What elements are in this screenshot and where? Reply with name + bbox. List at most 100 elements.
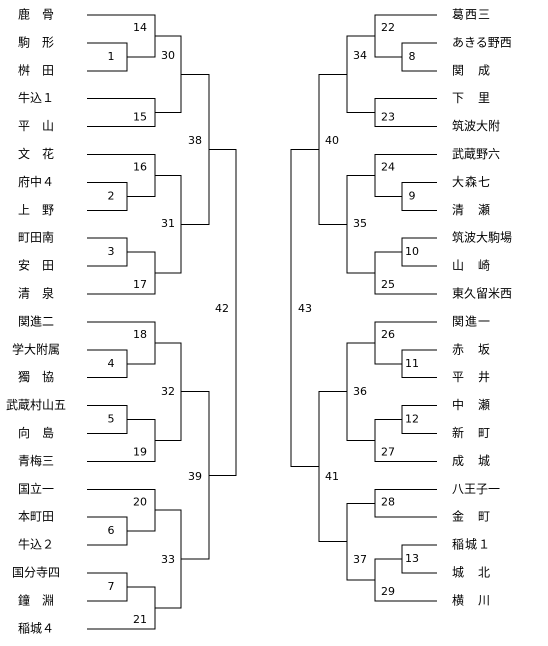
team-name: 稲城１ [452, 538, 490, 552]
team-name: 鹿 骨 [18, 7, 54, 22]
team-name: 関進二 [18, 314, 54, 328]
match-number: 8 [409, 50, 416, 63]
team-name: 国分寺四 [12, 566, 60, 580]
team-name: 上 野 [18, 203, 54, 217]
team-name: 横 川 [452, 593, 490, 607]
match-number: 5 [108, 413, 115, 426]
match-number: 36 [353, 385, 367, 398]
team-name: 府中４ [18, 174, 54, 189]
team-name: 牛込２ [18, 537, 54, 552]
match-number: 7 [108, 580, 115, 593]
team-name: 国立一 [18, 481, 54, 496]
match-bracket [181, 73, 210, 225]
match-number: 4 [108, 357, 115, 370]
match-number: 28 [381, 495, 395, 508]
match-number: 32 [161, 385, 175, 398]
match-number: 31 [161, 217, 175, 230]
team-name: 清 瀬 [452, 203, 490, 217]
team-name: 鐘 淵 [18, 592, 54, 607]
match-number: 19 [133, 445, 147, 458]
match-number: 18 [133, 328, 147, 341]
match-number: 23 [381, 111, 395, 124]
match-number: 1 [108, 50, 115, 63]
match-number: 20 [133, 495, 147, 508]
team-name: 葛西三 [452, 8, 490, 22]
match-number: 15 [133, 111, 147, 124]
match-number: 42 [215, 302, 229, 315]
team-name: 成 城 [452, 454, 490, 468]
team-name: 文 花 [18, 146, 54, 161]
team-name: 筑波大附 [452, 118, 500, 133]
team-name: 新 町 [452, 425, 490, 440]
team-name: 武蔵野六 [452, 147, 500, 161]
team-name: 中 瀬 [452, 397, 490, 412]
match-number: 38 [188, 134, 202, 147]
team-name: 武蔵村山五 [6, 398, 66, 412]
match-bracket [209, 148, 237, 476]
match-number: 35 [353, 217, 367, 230]
match-number: 40 [325, 134, 339, 147]
match-number: 12 [405, 413, 419, 426]
match-number: 11 [405, 357, 419, 370]
match-number: 17 [133, 278, 147, 291]
match-bracket [155, 35, 182, 114]
match-number: 41 [325, 470, 339, 483]
match-number: 13 [405, 552, 419, 565]
match-number: 22 [381, 21, 395, 34]
team-name: 平 井 [452, 370, 490, 384]
match-number: 6 [108, 524, 115, 537]
match-number: 16 [133, 161, 147, 174]
match-number: 2 [108, 189, 115, 202]
match-number: 30 [161, 49, 175, 62]
team-name: 山 崎 [452, 259, 490, 273]
match-bracket [318, 391, 347, 543]
match-bracket [290, 148, 319, 468]
match-number: 10 [405, 245, 419, 258]
match-number: 9 [409, 189, 416, 202]
team-name: 学大附属 [12, 341, 60, 356]
match-number: 26 [381, 328, 395, 341]
match-bracket [318, 73, 347, 225]
team-name: 金 町 [452, 509, 490, 524]
team-name: 本町田 [18, 510, 54, 524]
team-name: 関進一 [452, 314, 490, 328]
team-name: 向 島 [18, 425, 54, 440]
match-bracket [401, 42, 437, 72]
match-number: 24 [381, 161, 395, 174]
match-bracket [346, 35, 375, 114]
team-name: 稲城４ [18, 621, 54, 635]
team-name: 大森七 [452, 174, 490, 189]
match-number: 3 [108, 245, 115, 258]
team-name: 平 山 [18, 119, 54, 133]
match-number: 21 [133, 613, 147, 626]
match-number: 39 [188, 470, 202, 483]
team-name: 町田南 [18, 230, 54, 245]
match-number: 33 [161, 553, 175, 566]
team-name: 赤 坂 [452, 342, 490, 356]
bracket-lines [87, 14, 437, 630]
team-name: 東久留米西 [452, 287, 512, 301]
match-number: 25 [381, 278, 395, 291]
team-name: 下 里 [452, 91, 490, 105]
team-name: あきる野西 [452, 35, 512, 49]
match-bracket [401, 181, 437, 211]
match-number: 34 [353, 49, 367, 62]
match-bracket [346, 502, 375, 581]
team-name: 城 北 [452, 566, 490, 580]
match-number: 29 [381, 585, 395, 598]
team-name: 安 田 [18, 258, 54, 273]
match-number: 27 [381, 445, 395, 458]
team-name: 桝 田 [18, 62, 54, 77]
match-number: 37 [353, 553, 367, 566]
team-name: 駒 形 [18, 35, 54, 49]
team-name: 筑波大駒場 [452, 230, 512, 245]
match-number: 43 [298, 302, 312, 315]
team-name: 牛込１ [18, 90, 54, 105]
team-name: 関 成 [452, 63, 490, 77]
team-name: 青梅三 [18, 453, 54, 468]
team-name: 清 泉 [18, 287, 54, 301]
team-name: 獨 協 [18, 369, 54, 384]
